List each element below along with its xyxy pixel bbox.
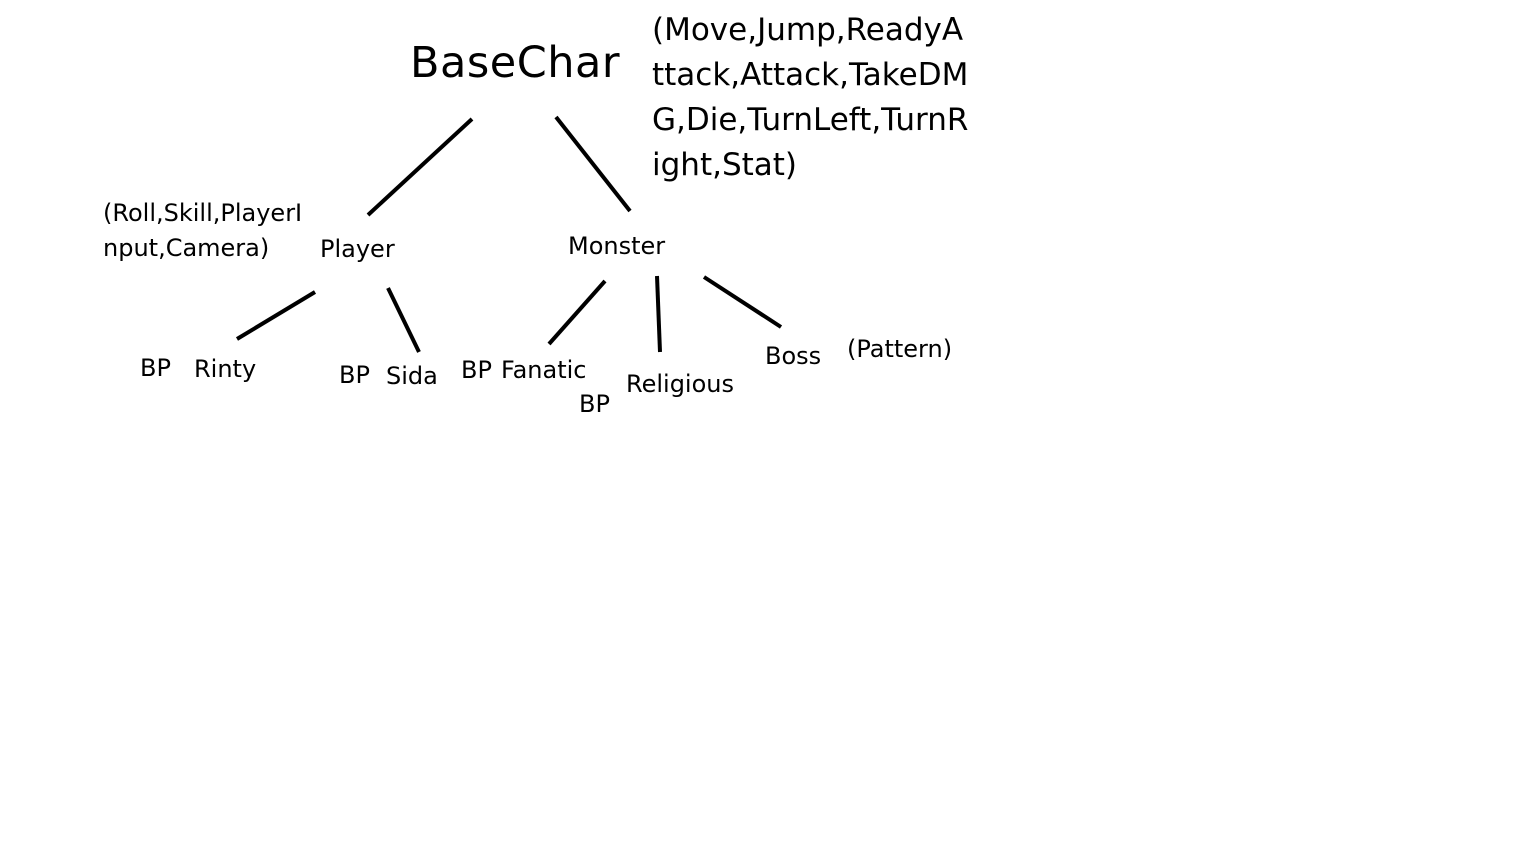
rinty-bp-prefix: BP — [140, 354, 171, 382]
edge-basechar-player — [366, 117, 474, 217]
basechar-methods-note: (Move,Jump,ReadyAttack,Attack,TakeDMG,Di… — [652, 12, 969, 183]
religious-bp-prefix: BP — [579, 390, 610, 418]
edge-player-sida — [386, 287, 421, 353]
edge-player-rinty — [235, 290, 317, 341]
boss-pattern-note: (Pattern) — [847, 335, 953, 363]
edge-monster-fanatic — [547, 279, 607, 346]
edge-monster-religious — [655, 275, 662, 353]
player-methods-note: (Roll,Skill,PlayerInput,Camera) — [103, 199, 303, 262]
edge-monster-boss — [702, 275, 783, 329]
fanatic-node: Fanatic — [501, 356, 587, 384]
rinty-node: Rinty — [194, 355, 257, 383]
sida-node: Sida — [386, 362, 438, 390]
player-node: Player — [320, 235, 395, 263]
religious-node: Religious — [626, 370, 734, 398]
boss-node: Boss — [765, 342, 822, 370]
fanatic-bp-prefix: BP — [461, 356, 492, 384]
edge-basechar-monster — [554, 115, 632, 213]
basechar-node: BaseChar — [410, 38, 621, 88]
monster-node: Monster — [568, 232, 666, 260]
sida-bp-prefix: BP — [339, 361, 370, 389]
